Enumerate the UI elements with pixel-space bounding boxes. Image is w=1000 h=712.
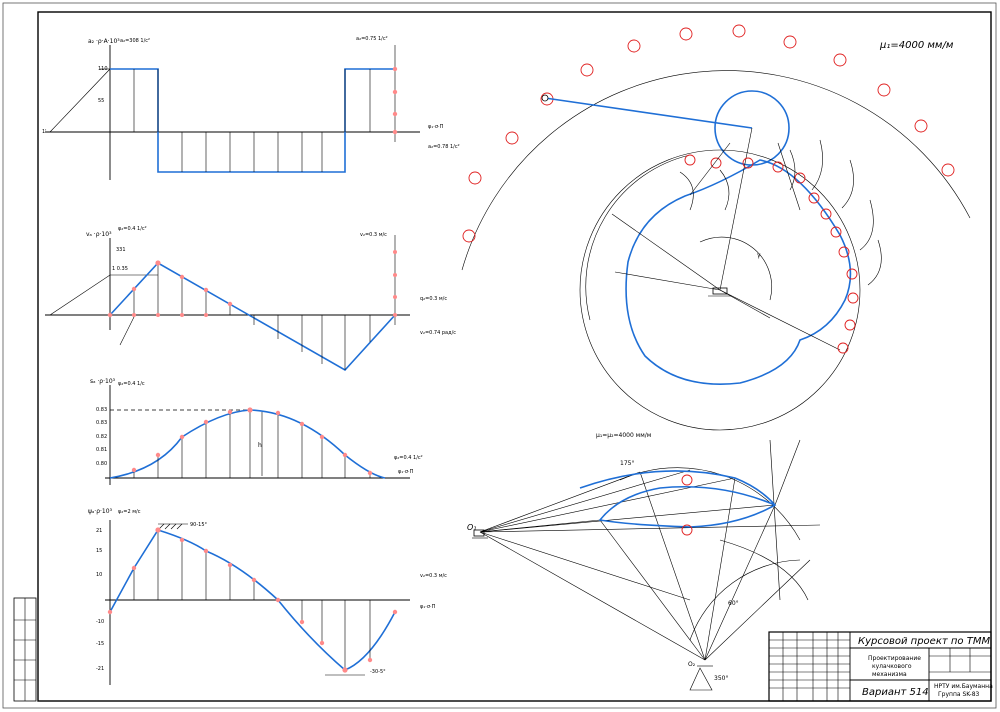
- chart2-ylabel: vₐ ·ρ·10³: [86, 231, 112, 238]
- chart-acceleration: a₂ ·ρ·A·10³ a₂=308 1/с² a₂=0.75 1/с² φ₁·…: [42, 36, 460, 180]
- point-o2: O₂: [688, 661, 696, 668]
- svg-text:110: 110: [98, 66, 108, 72]
- svg-text:0.83: 0.83: [96, 420, 107, 426]
- svg-text:a₂=0.78 1/с²: a₂=0.78 1/с²: [428, 144, 460, 150]
- angle-bottom: 60°: [728, 600, 739, 607]
- svg-text:φ₂=0.4 1/с²: φ₂=0.4 1/с²: [394, 455, 423, 461]
- svg-text:v₂=0.3 м/с: v₂=0.3 м/с: [420, 573, 447, 579]
- chart-analogue: ψₐ·ρ·10³ ψ₂=2 м/с v₂=0.3 м/с φ₁·σ·Π 21 15…: [88, 508, 447, 685]
- svg-text:v₂=0.74 рад/с: v₂=0.74 рад/с: [420, 330, 456, 336]
- angle-gamma: γ: [757, 252, 761, 259]
- angle-350: 350°: [714, 675, 728, 682]
- svg-text:φ₁·σ·Π: φ₁·σ·Π: [428, 124, 444, 130]
- scale-label-cam: μ₁=4000 мм/м: [879, 40, 954, 51]
- drawing-name-3: механизма: [872, 671, 907, 678]
- svg-text:φ₁·σ·Π: φ₁·σ·Π: [398, 469, 414, 475]
- svg-text:a₂=0.75 1/с²: a₂=0.75 1/с²: [356, 36, 388, 42]
- svg-text:331: 331: [116, 247, 126, 253]
- chart-velocity: vₐ ·ρ·10³ φ₂=0.4 1/с² v₂=0.3 м/с q₂=0.3 …: [45, 226, 456, 372]
- svg-text:0.80: 0.80: [96, 461, 107, 467]
- svg-text:φ₂=0.4 1/с²: φ₂=0.4 1/с²: [118, 226, 147, 232]
- chart-displacement: sₐ ·ρ·10³ ψ₂=0.4 1/с φ₂=0.4 1/с² φ₁·σ·Π …: [90, 378, 423, 485]
- org-line-2: Группа SK-83: [938, 691, 980, 698]
- drawing-name-1: Проектирование: [868, 655, 921, 662]
- left-strip-lines: [14, 598, 36, 701]
- svg-text:21: 21: [96, 528, 102, 534]
- inner-border: [37, 11, 992, 702]
- svg-text:ψ₂=0.4 1/с: ψ₂=0.4 1/с: [118, 381, 145, 387]
- svg-text:1': 1': [42, 129, 47, 135]
- svg-text:φ₁·σ·Π: φ₁·σ·Π: [420, 604, 436, 610]
- svg-text:15: 15: [96, 548, 102, 554]
- angle-top: 175°: [620, 460, 634, 467]
- drawing-name-2: кулачкового: [872, 663, 912, 670]
- svg-text:55: 55: [98, 98, 104, 104]
- project-title: Курсовой проект по ТММ: [858, 636, 990, 647]
- title-block: Курсовой проект по ТММ Проектирование ку…: [768, 631, 993, 702]
- svg-text:0.82: 0.82: [96, 434, 107, 440]
- cam-mechanism: μ₁=4000 мм/м γ: [461, 24, 971, 431]
- svg-text:1 0.35: 1 0.35: [112, 266, 128, 272]
- svg-text:q₂=0.3 м/с: q₂=0.3 м/с: [420, 296, 447, 302]
- synthesis-diagram: μ₁=μ₂=4000 мм/м O₁ O₂: [467, 432, 821, 691]
- svg-text:h: h: [258, 442, 262, 449]
- svg-text:-15: -15: [96, 641, 104, 647]
- svg-text:a₂=308 1/с²: a₂=308 1/с²: [120, 38, 150, 44]
- chart4-ylabel: ψₐ·ρ·10³: [88, 508, 113, 515]
- svg-text:-30-5°: -30-5°: [370, 669, 386, 675]
- svg-text:-21: -21: [96, 666, 104, 672]
- svg-text:0.81: 0.81: [96, 447, 107, 453]
- org-line-1: НРТУ им.Бауманна: [934, 683, 993, 690]
- svg-text:10: 10: [96, 572, 102, 578]
- svg-text:0.83: 0.83: [96, 407, 107, 413]
- chart3-ylabel: sₐ ·ρ·10³: [90, 378, 116, 385]
- variant-label: Вариант 514: [862, 687, 929, 698]
- svg-text:v₂=0.3 м/с: v₂=0.3 м/с: [360, 232, 387, 238]
- point-o1: O₁: [467, 523, 477, 532]
- chart1-ylabel: a₂ ·ρ·A·10³: [88, 38, 120, 45]
- svg-text:90-15°: 90-15°: [190, 522, 208, 528]
- svg-text:ψ₂=2 м/с: ψ₂=2 м/с: [118, 509, 141, 515]
- svg-text:-10: -10: [96, 619, 104, 625]
- scale-label-ratio: μ₁=μ₂=4000 мм/м: [596, 432, 651, 439]
